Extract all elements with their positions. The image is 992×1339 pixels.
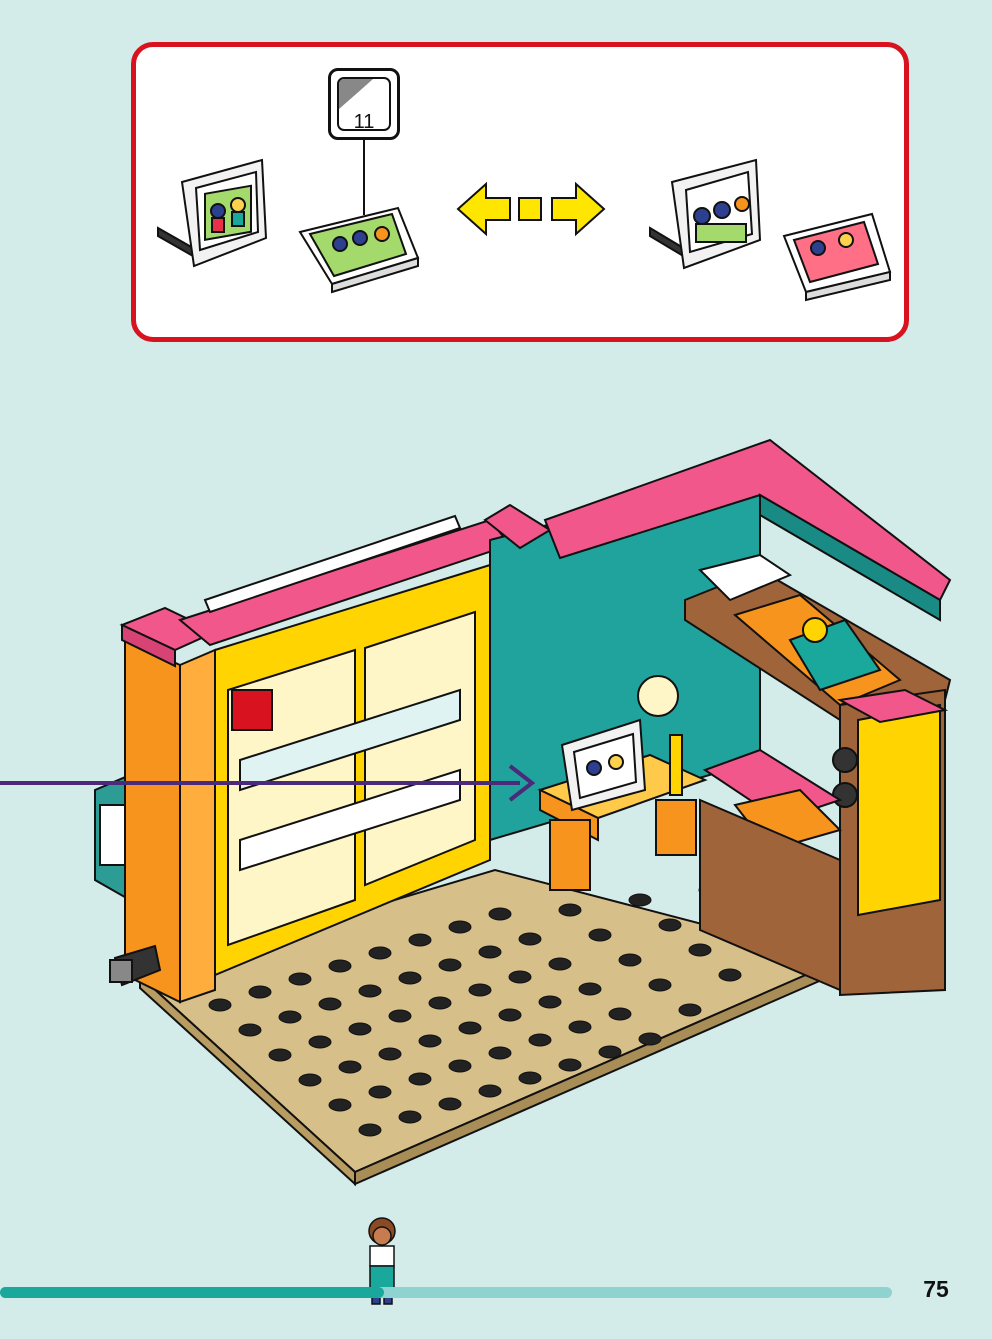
flat-photo-tile-center (298, 206, 420, 294)
sticker-sheet-icon: 11 (337, 77, 391, 131)
baseplate (138, 868, 844, 1187)
sticker-curl-graphic (339, 79, 373, 109)
window-wall (177, 514, 512, 977)
standing-photo-frame-right (649, 158, 762, 270)
teal-back-wall (483, 438, 952, 842)
placement-arrow (0, 764, 536, 802)
minifigure-progress-marker (368, 1217, 396, 1305)
black-hinge-piece (109, 944, 162, 987)
instruction-progress-track (0, 1287, 892, 1298)
left-white-ledge (94, 773, 131, 902)
double-arrow-swap-icon (456, 181, 606, 237)
flat-photo-tile-right (782, 212, 892, 302)
sticker-number: 11 (353, 111, 375, 131)
sticker-number-tag: 11 (328, 68, 400, 140)
desk (537, 675, 708, 891)
bunk-bed (684, 553, 952, 997)
orange-column (119, 606, 218, 1004)
standing-photo-frame-left (157, 158, 268, 268)
page-number: 75 (923, 1276, 949, 1302)
instruction-progress-fill (0, 1287, 384, 1298)
